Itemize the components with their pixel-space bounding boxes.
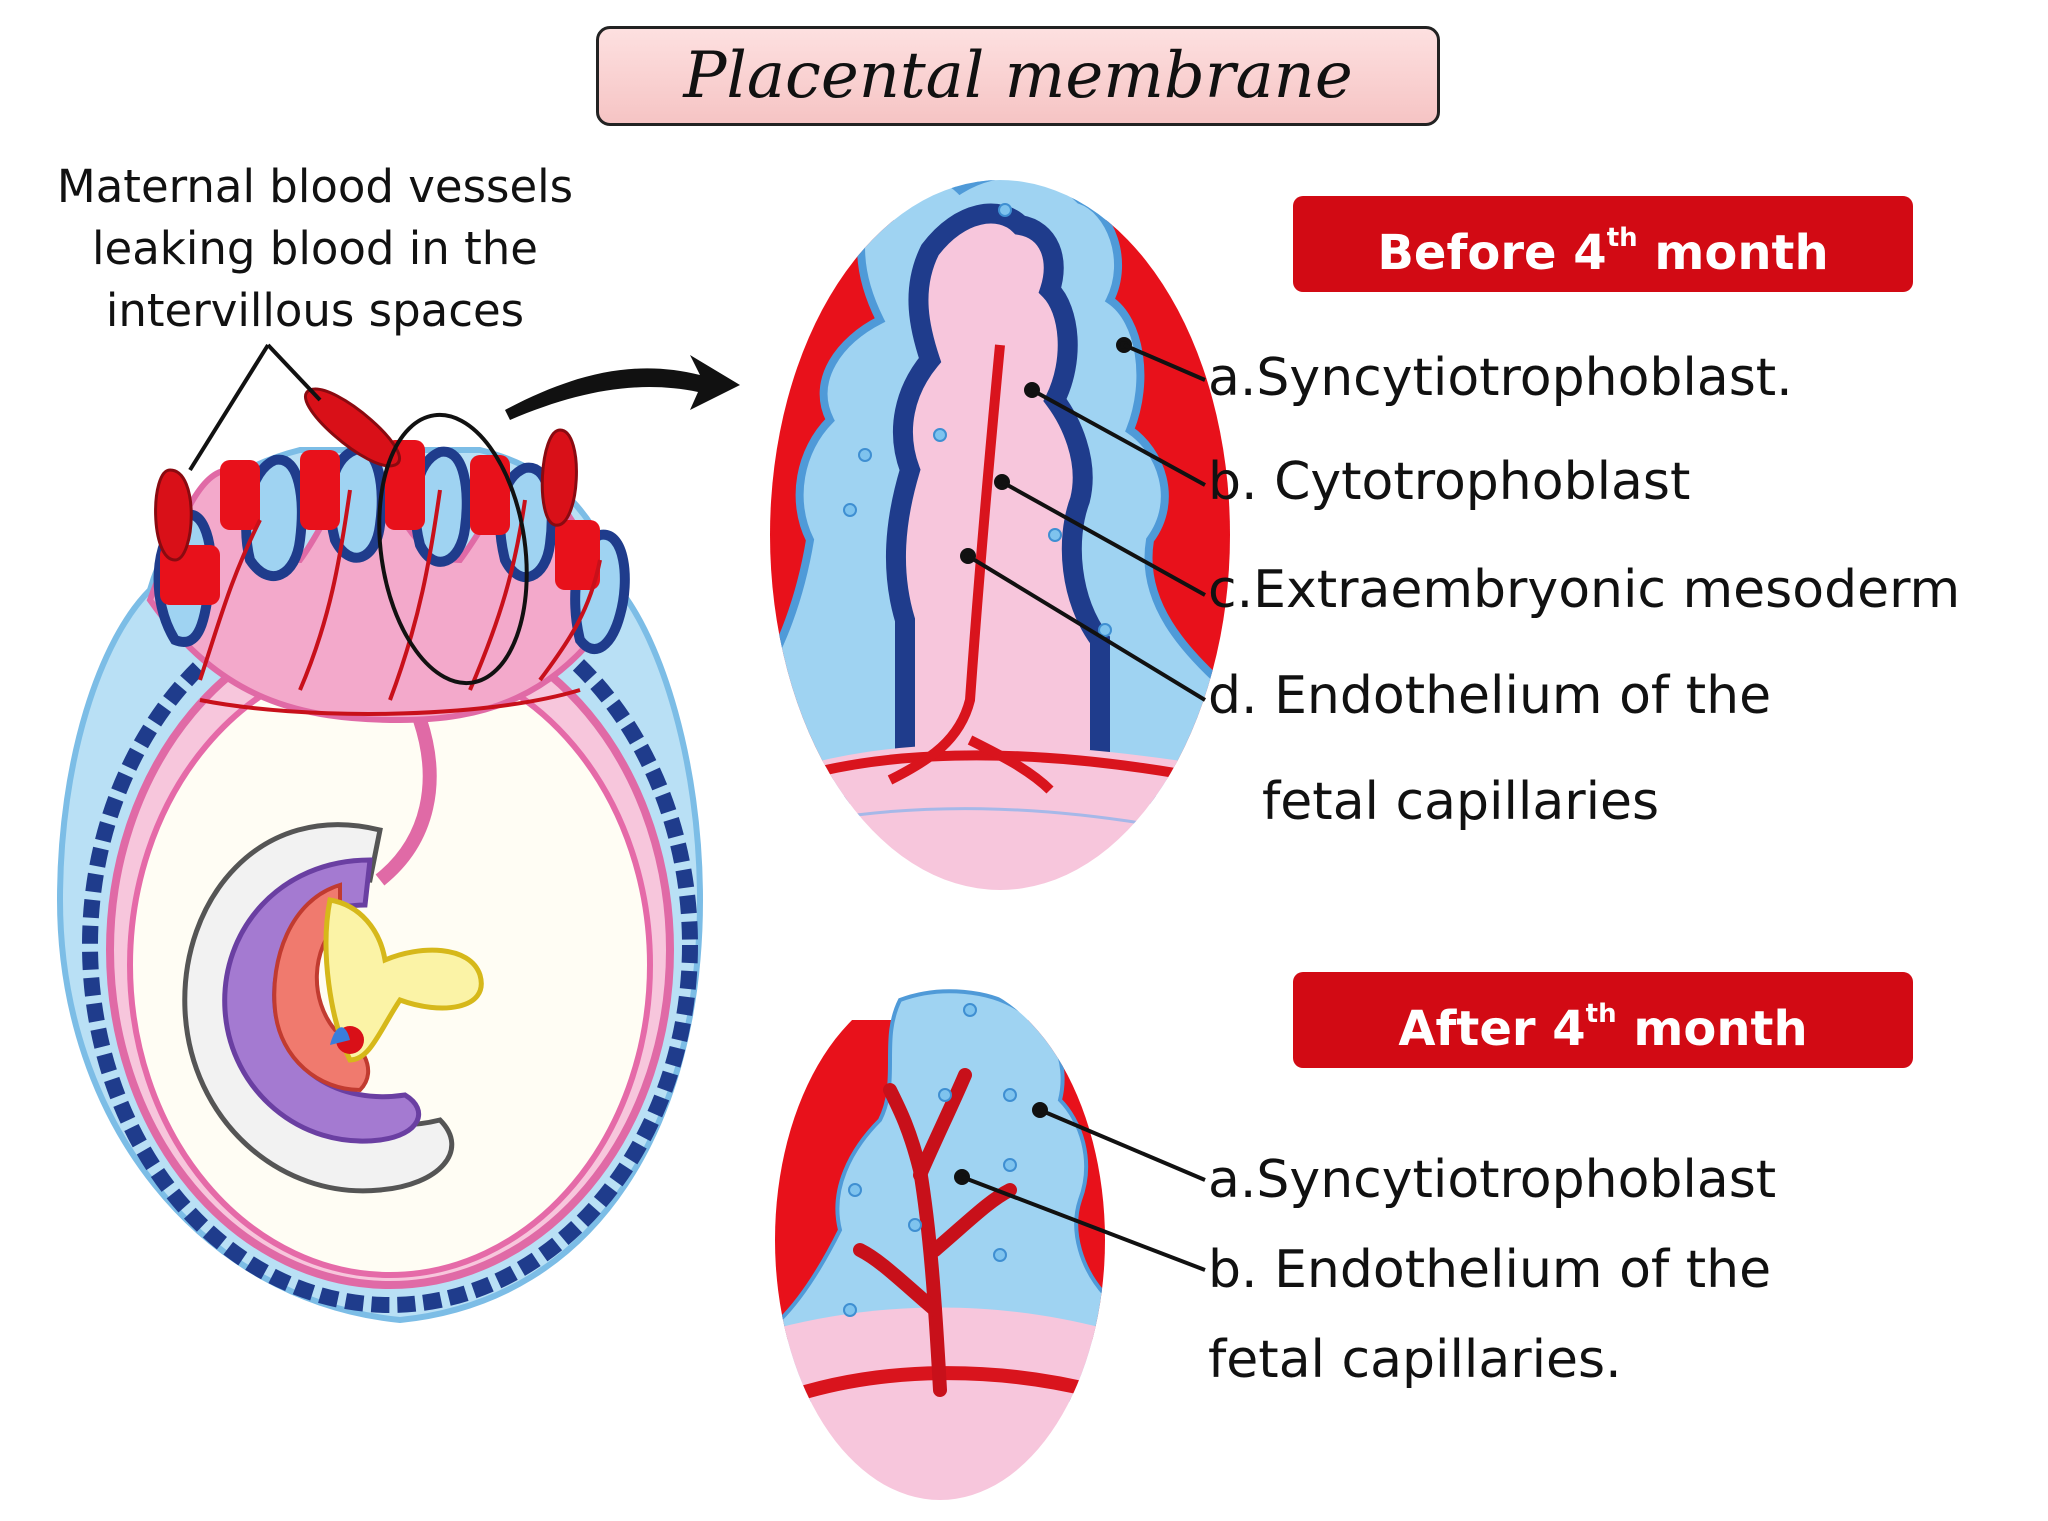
- after-label-b-text: Endothelium of the: [1274, 1240, 1772, 1300]
- before-label-c-text: Extraembryonic mesoderm: [1253, 560, 1961, 620]
- maternal-note-line3: intervillous spaces: [105, 284, 525, 337]
- villus-after: [775, 980, 1105, 1500]
- after-label-a: a.Syncytiotrophoblast: [1208, 1150, 1776, 1210]
- maternal-pointers: [188, 343, 322, 472]
- title-box: Placental membrane: [596, 26, 1440, 126]
- before-label-b-text: Cytotrophoblast: [1274, 452, 1691, 512]
- banner-before-pre: Before 4: [1377, 225, 1607, 281]
- banner-after-pre: After 4: [1398, 1001, 1586, 1057]
- intervillous-blood: [160, 440, 600, 605]
- chorionic-sac: [56, 387, 704, 1324]
- page-title: Placental membrane: [683, 39, 1353, 113]
- before-label-d-letter: d.: [1208, 666, 1258, 726]
- maternal-note-line1: Maternal blood vessels: [56, 160, 574, 213]
- leaders-before: [960, 337, 1207, 702]
- banner-after: After 4th month: [1293, 972, 1913, 1068]
- maternal-vessels: [154, 387, 578, 562]
- banner-after-sup: th: [1585, 999, 1617, 1029]
- banner-before: Before 4th month: [1293, 196, 1913, 292]
- villi-fingers: [153, 444, 630, 655]
- banner-before-sup: th: [1606, 223, 1638, 253]
- before-label-a-text: Syncytiotrophoblast.: [1256, 348, 1793, 408]
- after-label-b-letter: b.: [1208, 1240, 1258, 1300]
- cytotrophoblast-ring: [82, 577, 698, 1313]
- before-label-b: b. Cytotrophoblast: [1208, 452, 1690, 512]
- before-label-c: c.Extraembryonic mesoderm: [1208, 560, 1960, 620]
- villi-capillaries: [198, 489, 602, 716]
- villus-before: [770, 180, 1230, 890]
- before-label-a-letter: a.: [1208, 348, 1257, 408]
- after-label-b: b. Endothelium of the: [1208, 1240, 1771, 1300]
- before-label-b-letter: b.: [1208, 452, 1258, 512]
- before-label-d-cont: fetal capillaries: [1262, 772, 1660, 832]
- connecting-stalk: [375, 717, 437, 886]
- leaders-after: [954, 1102, 1206, 1272]
- banner-before-post: month: [1654, 225, 1829, 281]
- after-label-a-letter: a.: [1208, 1150, 1257, 1210]
- before-label-c-letter: c.: [1208, 560, 1254, 620]
- before-label-d-text: Endothelium of the: [1274, 666, 1772, 726]
- before-label-a: a.Syncytiotrophoblast.: [1208, 348, 1793, 408]
- maternal-note-line2: leaking blood in the: [92, 222, 538, 275]
- zoom-ellipse: [377, 412, 529, 686]
- embryo: [182, 822, 484, 1194]
- after-label-a-text: Syncytiotrophoblast: [1256, 1150, 1777, 1210]
- before-label-d: d. Endothelium of the: [1208, 666, 1771, 726]
- banner-after-post: month: [1633, 1001, 1808, 1057]
- zoom-arrow: [505, 355, 740, 420]
- after-label-b-cont: fetal capillaries.: [1208, 1330, 1622, 1390]
